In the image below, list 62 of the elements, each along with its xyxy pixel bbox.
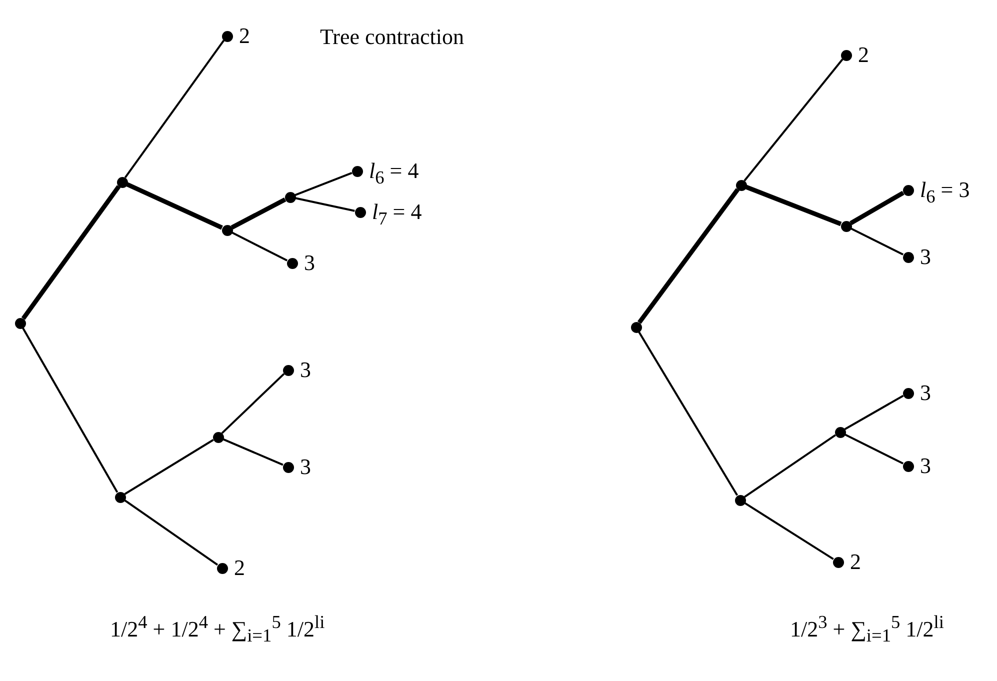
leaf-level-label: 3 xyxy=(300,456,311,478)
leaf-level-label: 3 xyxy=(920,246,931,268)
tree-node-dot xyxy=(902,184,914,196)
tree-edge xyxy=(231,232,288,262)
leaf-level-label: 3 xyxy=(304,252,315,274)
tree-edge xyxy=(295,197,355,212)
tree-node-dot xyxy=(840,50,852,60)
tree-node-dot xyxy=(734,494,746,506)
leaf-level-label: 2 xyxy=(850,551,861,573)
tree-edge xyxy=(844,434,904,464)
tree-node-dot xyxy=(286,258,298,268)
tree-edge xyxy=(294,172,352,196)
leaf-level-label: l$_{6}$ = 3 xyxy=(920,179,970,206)
tree-node-dot xyxy=(736,180,746,190)
tree-node-dot xyxy=(352,166,362,176)
tree-edge xyxy=(850,228,904,256)
tree-node-dot xyxy=(832,556,844,568)
tree-edge xyxy=(744,434,836,498)
sum-formula: 1/2$^{3}$ + ∑$_{i=1}$$^{5}$ 1/2$^{li}$ xyxy=(790,612,944,647)
tree-node-dot xyxy=(834,426,846,438)
leaf-level-label: 2 xyxy=(234,557,245,579)
tree-node-dot xyxy=(902,252,914,262)
tree-edge xyxy=(221,373,285,434)
leaf-level-label: 2 xyxy=(858,44,869,66)
leaf-level-label: 2 xyxy=(239,25,250,47)
tree-node-dot xyxy=(222,224,232,236)
tree-edge xyxy=(22,327,118,493)
tree-edge xyxy=(744,58,844,182)
tree-node-dot xyxy=(282,364,294,376)
leaf-level-label: l$_{6}$ = 4 xyxy=(369,160,419,187)
tree-edge xyxy=(744,502,834,560)
leaf-level-label: l$_{7}$ = 4 xyxy=(372,201,422,228)
sum-formula: 1/2$^{4}$ + 1/2$^{4}$ + ∑$_{i=1}$$^{5}$ 1/2$^{li}$ xyxy=(110,612,325,647)
tree-edge xyxy=(850,190,904,226)
tree-node-dot xyxy=(222,30,232,42)
tree-node-dot xyxy=(14,318,26,328)
leaf-level-label: 3 xyxy=(300,359,311,381)
tree-node-dot xyxy=(840,220,852,232)
tree-edge xyxy=(230,198,286,230)
tree-node-dot xyxy=(902,388,914,398)
tree-edge xyxy=(844,394,904,430)
tree-node-dot xyxy=(354,206,366,218)
tree-node-dot xyxy=(212,432,224,442)
tree-edge xyxy=(637,188,740,324)
tree-edge xyxy=(222,438,284,466)
tree-edge xyxy=(124,439,214,495)
tree-node-dot xyxy=(630,322,642,332)
tree-edge xyxy=(124,40,225,178)
tree-node-dot xyxy=(114,492,126,502)
tree-edge xyxy=(745,184,842,226)
tree-edge xyxy=(21,185,121,320)
tree-edge xyxy=(124,499,218,566)
tree-node-dot xyxy=(116,176,128,188)
tree-node-dot xyxy=(216,562,228,574)
diagram-title: Tree contraction xyxy=(320,24,464,50)
tree-edge xyxy=(638,331,738,496)
tree-node-dot xyxy=(284,192,296,202)
tree-node-dot xyxy=(902,460,914,472)
tree-edge xyxy=(126,182,223,230)
tree-node-dot xyxy=(282,462,294,472)
leaf-level-label: 3 xyxy=(920,455,931,477)
leaf-level-label: 3 xyxy=(920,382,931,404)
